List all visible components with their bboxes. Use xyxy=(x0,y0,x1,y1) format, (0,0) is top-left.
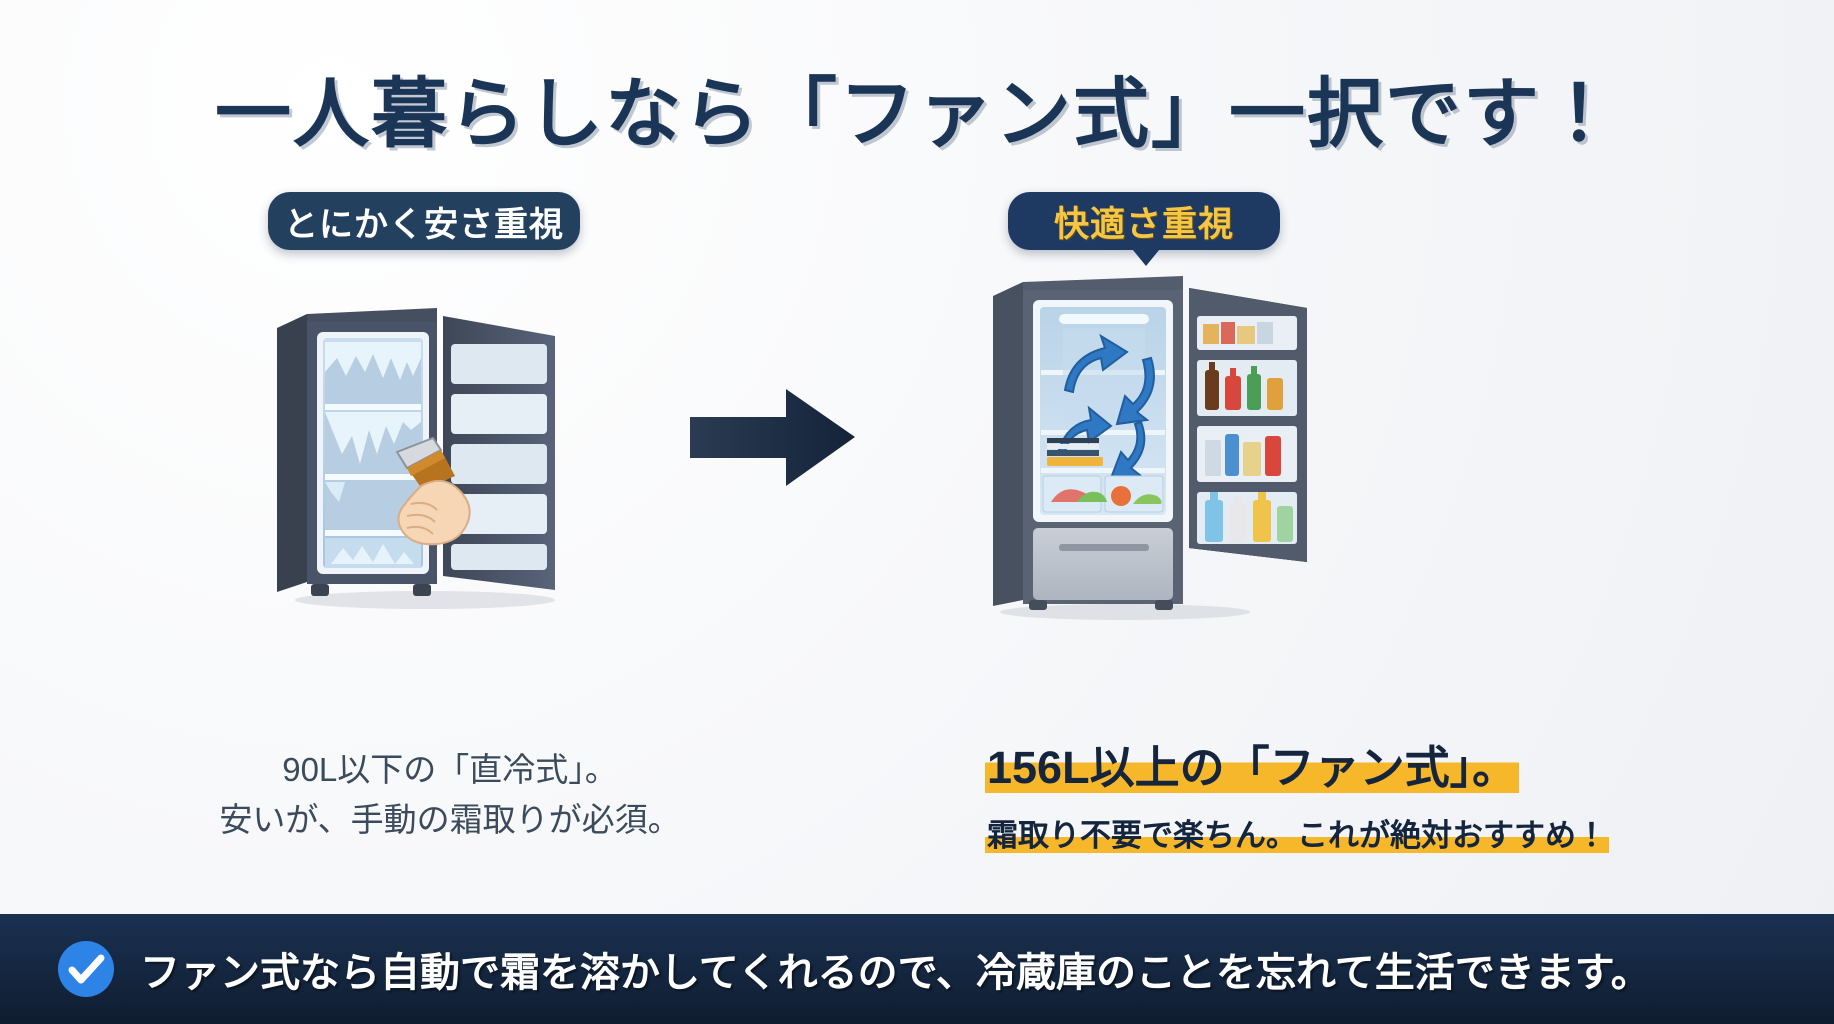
fridge-direct-cooling-illustration xyxy=(255,300,625,610)
check-circle-icon xyxy=(58,941,114,997)
caption-direct-cooling: 90L以下の「直冷式」。 安いが、手動の霜取りが必須。 xyxy=(150,745,750,844)
caption-direct-cooling-line2: 安いが、手動の霜取りが必須。 xyxy=(219,800,681,838)
caption-fan-type-line2-wrap: 霜取り不要で楽ちん。これが絶対おすすめ！ xyxy=(985,811,1745,861)
badge-cheap-priority-label: とにかく安さ重視 xyxy=(284,205,564,244)
air-circulation-arrows-icon xyxy=(1057,333,1155,480)
ice-scraper-icon xyxy=(395,436,455,490)
caption-direct-cooling-line1: 90L以下の「直冷式」。 xyxy=(282,751,618,788)
caption-fan-type-line1-wrap: 156L以上の「ファン式」。 xyxy=(985,738,1745,799)
caption-fan-type: 156L以上の「ファン式」。 霜取り不要で楽ちん。これが絶対おすすめ！ xyxy=(985,738,1745,860)
bottom-banner: ファン式なら自動で霜を溶かしてくれるので、冷蔵庫のことを忘れて生活できます。 xyxy=(0,914,1834,1024)
caption-fan-type-line1: 156L以上の「ファン式」。 xyxy=(985,742,1520,793)
hand-icon xyxy=(397,479,471,546)
right-arrow-icon xyxy=(690,385,855,490)
badge-cheap-priority: とにかく安さ重視 xyxy=(268,192,580,250)
page-title: 一人暮らしなら「ファン式」一択です！ xyxy=(215,72,1619,157)
badge-comfort-pointer xyxy=(1128,244,1164,266)
caption-fan-type-line2: 霜取り不要で楽ちん。これが絶対おすすめ！ xyxy=(985,817,1609,853)
bottom-banner-text: ファン式なら自動で霜を溶かしてくれるので、冷蔵庫のことを忘れて生活できます。 xyxy=(140,951,1651,995)
badge-comfort-priority: 快適さ重視 xyxy=(1008,192,1280,250)
fridge-fan-type-illustration xyxy=(955,262,1355,622)
badge-comfort-priority-label: 快適さ重視 xyxy=(1053,204,1234,244)
